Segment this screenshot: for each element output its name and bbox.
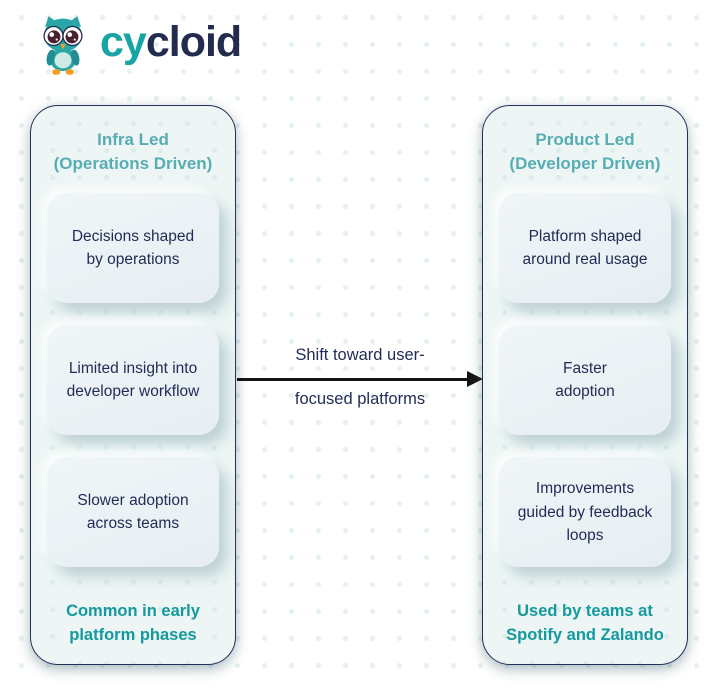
- panel-infra-led: Infra Led (Operations Driven) Decisions …: [30, 105, 236, 665]
- card-text: Limited insight into developer workflow: [66, 360, 200, 401]
- info-card: Improvements guided by feedback loops: [499, 457, 671, 568]
- panel-title-line: Infra Led: [97, 130, 169, 149]
- shift-arrow-label-line1: Shift toward user-: [295, 346, 425, 364]
- info-card: Slower adoption across teams: [47, 457, 219, 568]
- shift-arrow-head-icon: [467, 371, 483, 387]
- panel-title: Product Led (Developer Driven): [509, 128, 660, 176]
- shift-arrow-label-line2: focused platforms: [294, 390, 426, 408]
- owl-mascot-icon: [43, 16, 83, 75]
- info-card: Decisions shaped by operations: [47, 193, 219, 304]
- cycloid-logo: cycloid: [36, 14, 242, 76]
- wordmark-dark-part: cloid: [145, 17, 242, 66]
- card-text: Improvements guided by feedback loops: [517, 480, 653, 544]
- card-list: Platform shaped around real usage Faster…: [499, 193, 671, 568]
- panel-title-line: (Operations Driven): [53, 154, 213, 174]
- shift-arrow-line: [237, 378, 470, 381]
- card-text: Decisions shaped by operations: [71, 228, 195, 269]
- card-text: Slower adoption across teams: [77, 492, 189, 533]
- brand-wordmark: cycloid: [100, 17, 242, 70]
- panel-footer-note: Used by teams at Spotify and Zalando: [506, 602, 664, 645]
- info-card: Platform shaped around real usage: [499, 193, 671, 304]
- card-text: Platform shaped around real usage: [522, 228, 648, 269]
- wordmark-teal-part: cy: [100, 17, 147, 66]
- panel-title: Infra Led (Operations Driven): [54, 128, 213, 176]
- card-text: Faster adoption: [555, 360, 615, 401]
- panel-title-line: (Developer Driven): [509, 154, 661, 174]
- panel-title-line: Product Led: [535, 130, 635, 149]
- panel-product-led: Product Led (Developer Driven) Platform …: [482, 105, 688, 665]
- card-list: Decisions shaped by operations Limited i…: [47, 193, 219, 568]
- info-card: Faster adoption: [499, 325, 671, 436]
- panel-footer-note: Common in early platform phases: [66, 602, 200, 645]
- info-card: Limited insight into developer workflow: [47, 325, 219, 436]
